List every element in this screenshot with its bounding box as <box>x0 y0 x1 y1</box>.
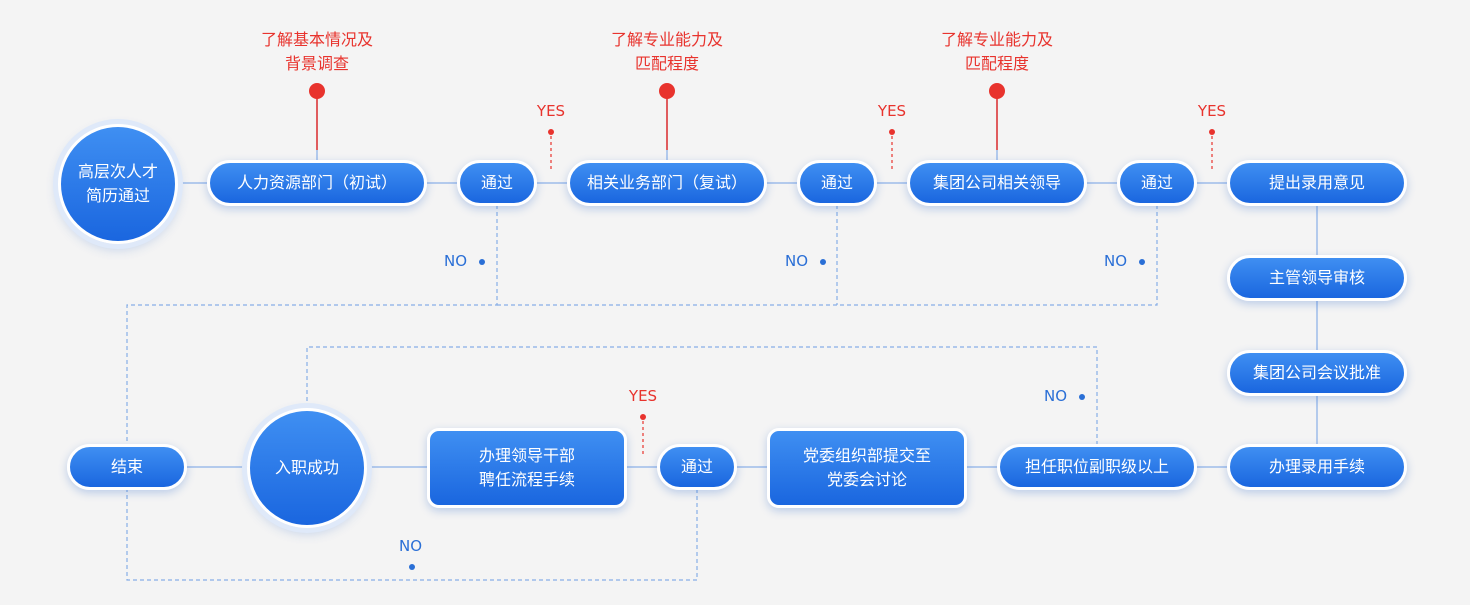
note-dot <box>659 83 675 99</box>
dept-interview-node: 相关业务部门（复试） <box>567 160 767 206</box>
supervisor-review-node: 主管领导审核 <box>1227 255 1407 301</box>
start-node: 高层次人才 简历通过 <box>58 124 178 244</box>
party-committee-node: 党委组织部提交至 党委会讨论 <box>767 428 967 508</box>
hire-procedure-node: 办理录用手续 <box>1227 444 1407 490</box>
no-dot <box>820 259 826 265</box>
no-path <box>126 489 698 581</box>
no-label: NO <box>1044 387 1068 405</box>
no-dot <box>479 259 485 265</box>
no-path <box>306 346 1098 445</box>
meeting-approval-node: 集团公司会议批准 <box>1227 350 1407 396</box>
no-path <box>126 205 498 447</box>
no-label: NO <box>1104 252 1128 270</box>
no-dot <box>1079 394 1085 400</box>
appointment-procedure-node: 办理领导干部 聘任流程手续 <box>427 428 627 508</box>
note-skill-match-1: 了解专业能力及 匹配程度 <box>610 30 723 73</box>
no-label: NO <box>444 252 468 270</box>
yes-label: YES <box>628 387 658 405</box>
note-dot <box>989 83 1005 99</box>
yes-dot <box>640 414 646 420</box>
note-background-check: 了解基本情况及 背景调查 <box>260 30 373 73</box>
no-dot <box>1139 259 1145 265</box>
end-node: 结束 <box>67 444 187 490</box>
yes-label: YES <box>1197 102 1227 120</box>
group-leader-node: 集团公司相关领导 <box>907 160 1087 206</box>
yes-dot <box>548 129 554 135</box>
propose-hire-node: 提出录用意见 <box>1227 160 1407 206</box>
pass-node-2: 通过 <box>797 160 877 206</box>
pass-node-4: 通过 <box>657 444 737 490</box>
yes-dot <box>1209 129 1215 135</box>
no-dot <box>409 564 415 570</box>
no-label: NO <box>399 537 423 555</box>
yes-dot <box>889 129 895 135</box>
yes-label: YES <box>877 102 907 120</box>
no-path <box>497 205 1158 306</box>
onboard-success-node: 入职成功 <box>247 408 367 528</box>
no-label: NO <box>785 252 809 270</box>
pass-node-3: 通过 <box>1117 160 1197 206</box>
yes-label: YES <box>536 102 566 120</box>
vice-post-node: 担任职位副职级以上 <box>997 444 1197 490</box>
hr-interview-node: 人力资源部门（初试） <box>207 160 427 206</box>
note-dot <box>309 83 325 99</box>
pass-node-1: 通过 <box>457 160 537 206</box>
note-skill-match-2: 了解专业能力及 匹配程度 <box>940 30 1053 73</box>
